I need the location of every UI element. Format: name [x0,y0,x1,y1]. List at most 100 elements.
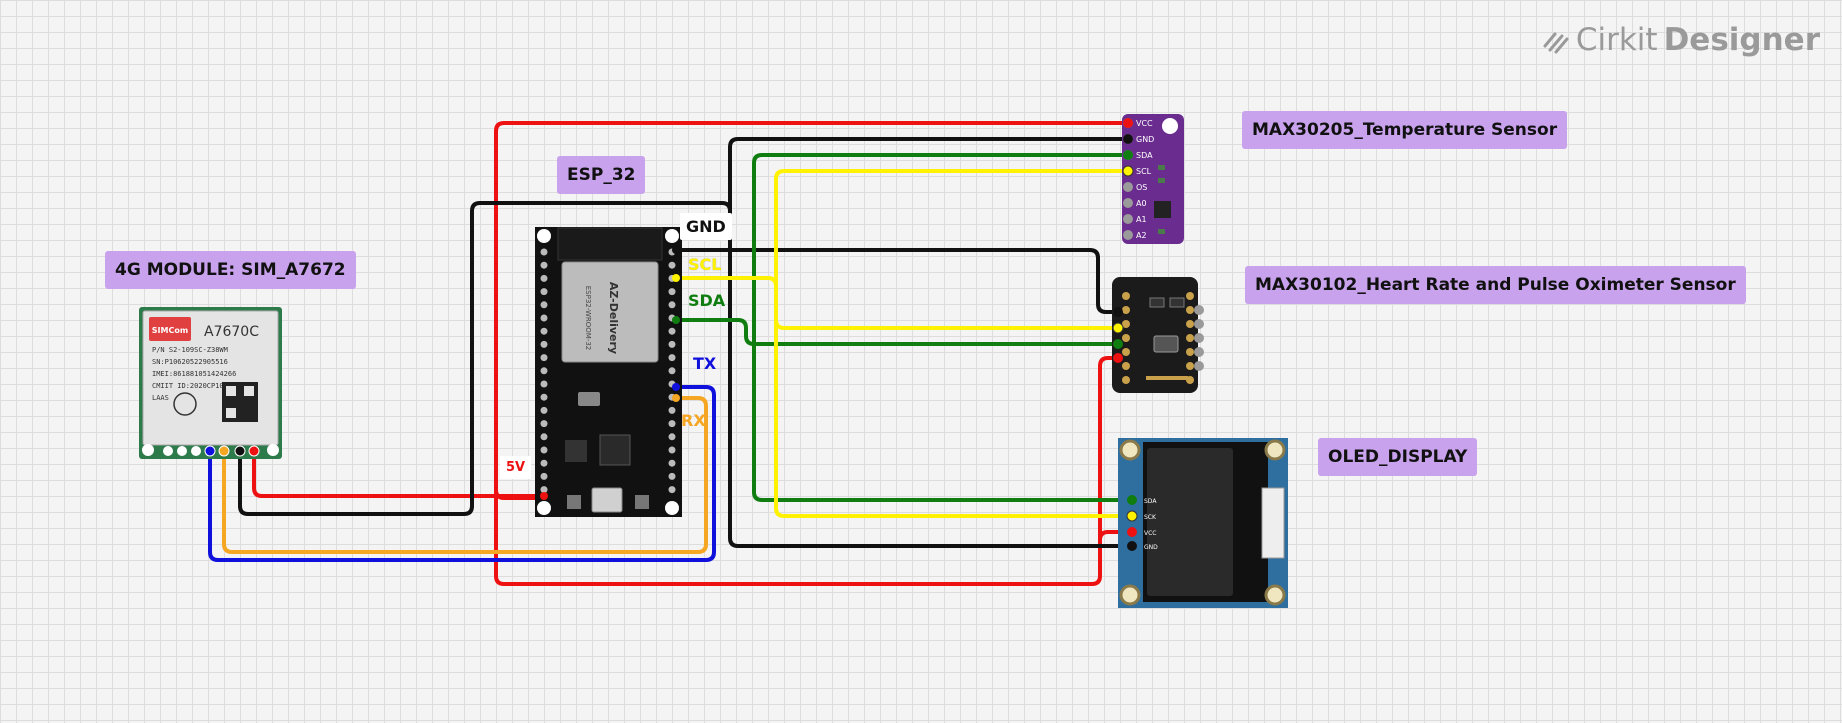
esp32-crystal [578,392,600,406]
esp32-left-pin[interactable] [540,472,548,480]
esp32-right-pin[interactable] [668,367,676,375]
esp32-left-pin[interactable] [540,433,548,441]
label-esp32[interactable]: ESP_32 [557,156,646,194]
gsm-pin-rx[interactable] [218,445,230,457]
micro-usb-port[interactable] [591,487,623,513]
esp32-left-pin[interactable] [540,380,548,388]
hr-pin-left[interactable] [1122,334,1130,342]
esp32-right-pin[interactable] [668,327,676,335]
esp32-left-pin[interactable] [540,288,548,296]
esp32-right-pin[interactable] [668,433,676,441]
esp32-right-pin[interactable] [668,459,676,467]
esp32-left-pin[interactable] [540,459,548,467]
esp32-left-pin[interactable] [540,248,548,256]
esp32-left-pin[interactable] [540,314,548,322]
boot-button[interactable] [567,495,581,509]
hr-pin-right[interactable] [1186,320,1194,328]
esp32-left-pin[interactable] [540,261,548,269]
esp32-left-pin[interactable] [540,393,548,401]
esp32-left-pin[interactable] [540,274,548,282]
esp32-right-pin[interactable] [668,472,676,480]
label-max30205[interactable]: MAX30205_Temperature Sensor [1242,111,1568,149]
esp32-left-pin[interactable] [540,301,548,309]
esp32-left-pin[interactable] [540,406,548,414]
wire-scl-esp[interactable] [674,276,1120,330]
temp-pin-label: A2 [1136,231,1147,240]
esp32-right-pin[interactable] [668,420,676,428]
esp32-antenna [557,227,663,261]
wire-gnd-temp[interactable] [728,137,1134,548]
max30102-board[interactable] [1112,277,1204,393]
brand-name-light: Cirkit [1575,22,1658,58]
max30205-pcb [1122,114,1184,244]
oled-pin-label: SCK [1144,514,1157,521]
hr-edge-pin[interactable] [1194,319,1204,329]
hr-pin-left[interactable] [1122,306,1130,314]
temp-pin-os[interactable] [1123,182,1133,192]
wire-5v-gsm[interactable] [252,449,546,498]
net-tag-scl: SCL [688,255,722,274]
enable-button[interactable] [635,495,649,509]
hr-edge-pin[interactable] [1194,305,1204,315]
wire-5v-oled-vcc[interactable] [494,488,1132,586]
hr-edge-pin[interactable] [1194,347,1204,357]
esp32-left-pin[interactable] [540,327,548,335]
esp32-left-pin[interactable] [540,420,548,428]
hr-pin-right[interactable] [1186,376,1194,384]
gsm-module[interactable]: SIMCom A7670C P/N S2-109SC-Z38WM SN:P106… [139,307,282,459]
hr-pin-left[interactable] [1122,362,1130,370]
gsm-pin-vcc[interactable] [248,445,260,457]
wire-gnd-esp-hr[interactable] [674,248,1120,314]
net-tag-rx: RX [681,411,706,430]
label-max30102[interactable]: MAX30102_Heart Rate and Pulse Oximeter S… [1245,266,1746,304]
temp-pin-a2[interactable] [1123,230,1133,240]
max30102-smd [1169,297,1185,308]
wire-tx[interactable] [208,385,716,562]
temp-pin-a1[interactable] [1123,214,1133,224]
temp-pin-a0[interactable] [1123,198,1133,208]
label-gsm[interactable]: 4G MODULE: SIM_A7672 [105,251,356,289]
esp32-right-pin[interactable] [668,446,676,454]
temp-pin-label: SCL [1136,167,1152,176]
esp32-right-pin[interactable] [668,340,676,348]
hr-pin-right[interactable] [1186,348,1194,356]
esp32-left-pin[interactable] [540,354,548,362]
esp32-right-pin[interactable] [668,288,676,296]
simcom-brand: SIMCom [152,326,188,335]
esp32-right-pin[interactable] [668,486,676,494]
wire-gnd-gsm[interactable] [238,201,732,516]
esp32-left-pin[interactable] [540,446,548,454]
hr-pin-left[interactable] [1122,376,1130,384]
esp32-board[interactable]: AZ-Delivery ESP32-WROOM-32 [535,227,682,517]
temp-pin-label: A1 [1136,215,1147,224]
wire-sda-esp[interactable] [674,318,1120,346]
hr-pin-right[interactable] [1186,362,1194,370]
hr-edge-pin[interactable] [1194,333,1204,343]
esp32-right-pin[interactable] [668,406,676,414]
esp32-left-pin[interactable] [540,367,548,375]
hr-pin-left[interactable] [1122,348,1130,356]
gsm-pin-tx[interactable] [204,445,216,457]
label-oled[interactable]: OLED_DISPLAY [1318,438,1478,476]
esp32-chip-model: ESP32-WROOM-32 [584,286,592,351]
gsm-pin-gnd[interactable] [234,445,246,457]
wire-5v-hr-vin[interactable] [1098,356,1120,542]
temp-pin-vcc-dot [1123,118,1133,128]
wire-scl-temp[interactable] [774,169,1134,518]
esp-pin-rx-dot [672,394,680,402]
wire-sda-temp[interactable] [752,153,1134,502]
esp32-right-pin[interactable] [668,301,676,309]
esp32-right-pin[interactable] [668,354,676,362]
hr-pin-right[interactable] [1186,334,1194,342]
esp32-left-pin[interactable] [540,486,548,494]
hr-pin-right[interactable] [1186,292,1194,300]
esp32-right-pin[interactable] [668,261,676,269]
hr-pin-right[interactable] [1186,306,1194,314]
esp32-left-pin[interactable] [540,340,548,348]
wire-rx[interactable] [222,396,708,554]
hr-pin-left[interactable] [1122,320,1130,328]
hr-pin-left[interactable] [1122,292,1130,300]
hr-edge-pin[interactable] [1194,361,1204,371]
